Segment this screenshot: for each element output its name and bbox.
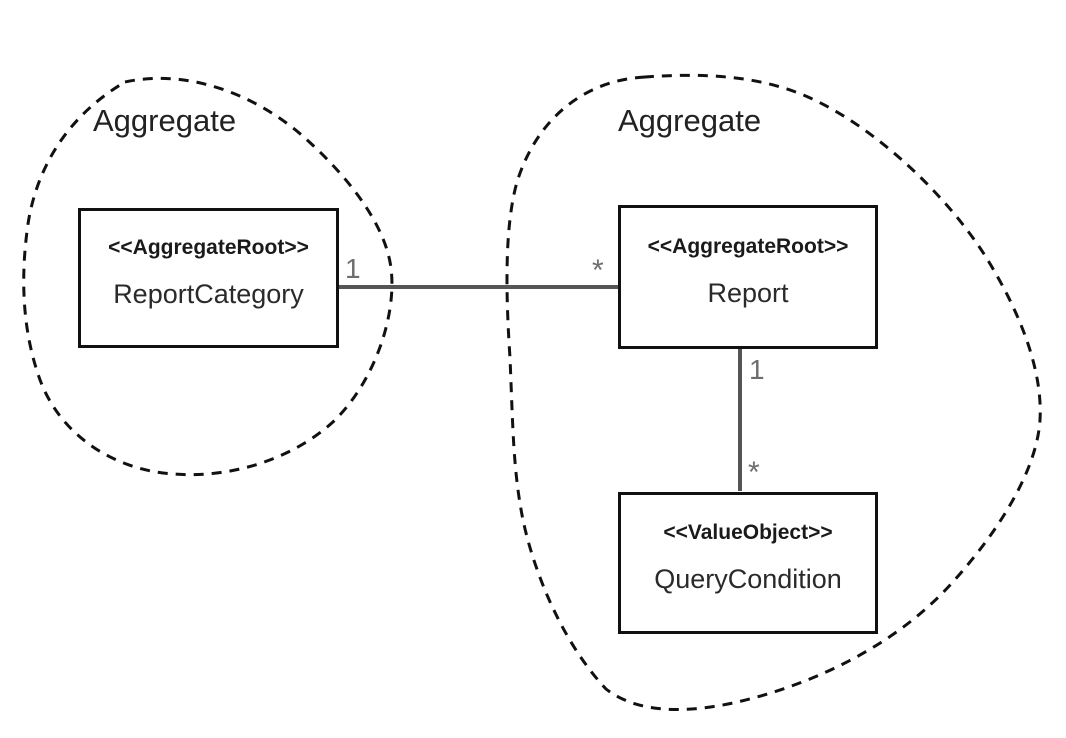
- entity-reportcategory: <<AggregateRoot>> ReportCategory: [78, 208, 339, 348]
- entity-reportcategory-stereotype: <<AggregateRoot>>: [108, 236, 309, 259]
- entity-report-name: Report: [707, 278, 789, 308]
- entity-report: <<AggregateRoot>> Report: [618, 205, 878, 349]
- entity-report-stereotype: <<AggregateRoot>>: [647, 235, 849, 258]
- aggregate-label-left: Aggregate: [93, 103, 237, 138]
- entity-querycondition-stereotype: <<ValueObject>>: [663, 521, 833, 544]
- entity-querycondition: <<ValueObject>> QueryCondition: [618, 492, 878, 634]
- multiplicity-report-side: *: [592, 254, 604, 287]
- multiplicity-reportcategory-side: 1: [345, 253, 361, 284]
- entity-reportcategory-name: ReportCategory: [113, 279, 304, 309]
- aggregate-boundary-right: [505, 73, 1042, 712]
- aggregate-label-right: Aggregate: [618, 103, 762, 138]
- aggregate-boundary-left: [22, 76, 394, 477]
- multiplicity-querycondition-side: *: [748, 456, 760, 489]
- entity-querycondition-name: QueryCondition: [654, 564, 842, 594]
- multiplicity-report-bottom-side: 1: [749, 354, 765, 385]
